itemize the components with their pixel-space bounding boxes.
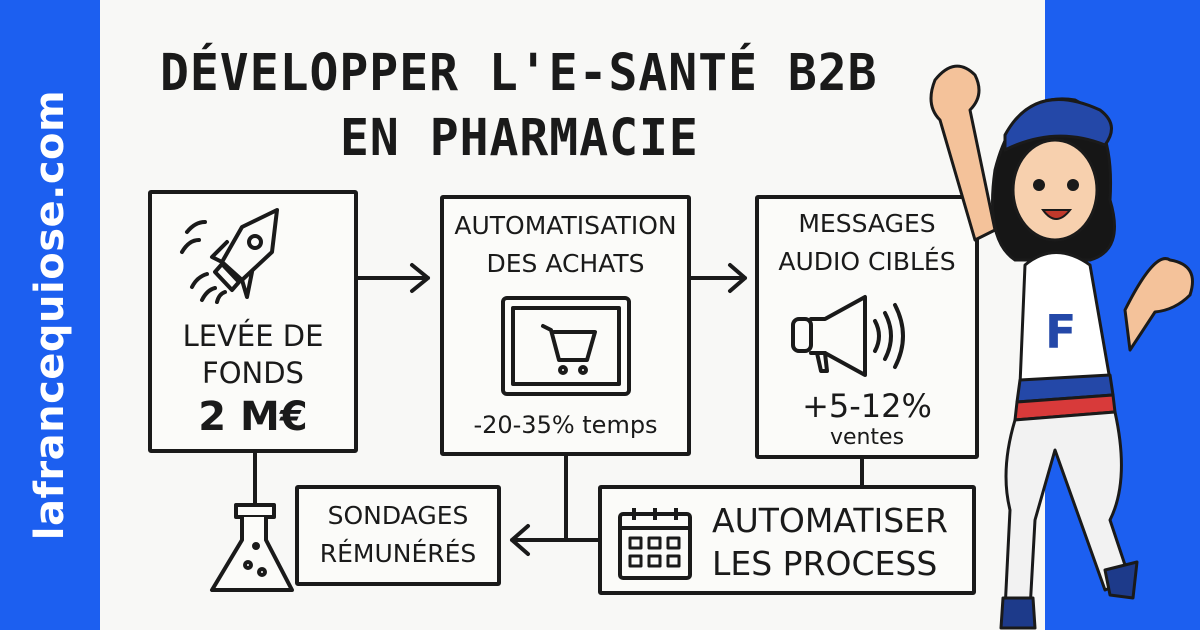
- funding-label-1: LEVÉE DE: [182, 319, 324, 353]
- purchasing-label-2: DES ACHATS: [486, 249, 645, 278]
- box-audio: MESSAGES AUDIO CIBLÉS +5-12% ventes: [755, 195, 979, 459]
- box-process: AUTOMATISER LES PROCESS: [598, 485, 976, 595]
- pants: [1003, 410, 1132, 612]
- purchasing-label-1: AUTOMATISATION: [454, 211, 677, 240]
- surveys-label-2: RÉMUNÉRÉS: [319, 539, 477, 568]
- rocket-icon: [180, 208, 279, 304]
- arrow-purchasing-to-audio: [688, 263, 747, 293]
- right-eye: [1067, 179, 1079, 191]
- raised-fist: [929, 64, 997, 242]
- process-label-2: LES PROCESS: [712, 544, 938, 583]
- box-funding: LEVÉE DE FONDS 2 M€: [148, 190, 358, 453]
- funding-label-2: FONDS: [202, 356, 304, 390]
- shirt: [1018, 251, 1112, 387]
- box-purchasing: AUTOMATISATION DES ACHATS -20-35% temps: [440, 195, 691, 456]
- shopping-cart-icon: [501, 296, 631, 396]
- flask-icon: [210, 503, 294, 592]
- surveys-label-1: SONDAGES: [327, 501, 469, 530]
- mascot-illustration: F: [929, 64, 1194, 630]
- audio-label-2: AUDIO CIBLÉS: [778, 247, 956, 276]
- purchasing-stat: -20-35% temps: [473, 411, 658, 439]
- title-line-2: EN PHARMACIE: [340, 108, 699, 168]
- mouth: [1041, 209, 1073, 220]
- left-eye: [1033, 179, 1045, 191]
- funding-amount: 2 M€: [198, 394, 308, 440]
- calendar-icon: [618, 508, 692, 580]
- arrow-to-surveys: [510, 453, 600, 556]
- face: [1011, 138, 1099, 242]
- beret: [1003, 97, 1113, 152]
- process-label-1: AUTOMATISER: [712, 501, 948, 540]
- left-brand-bar: lafrancequiose.com: [0, 0, 100, 630]
- boots: [999, 560, 1139, 630]
- box-surveys: SONDAGES RÉMUNÉRÉS: [295, 485, 501, 586]
- arrow-funding-to-purchasing: [355, 263, 430, 293]
- audio-label-1: MESSAGES: [798, 209, 936, 238]
- right-fist: [1123, 257, 1194, 352]
- audio-stat: +5-12%: [802, 387, 932, 425]
- title-line-1: DÉVELOPPER L'E-SANTÉ B2B: [160, 43, 878, 103]
- shirt-letter: F: [1045, 305, 1076, 359]
- megaphone-icon: [791, 295, 905, 377]
- audio-stat-sub: ventes: [829, 425, 905, 450]
